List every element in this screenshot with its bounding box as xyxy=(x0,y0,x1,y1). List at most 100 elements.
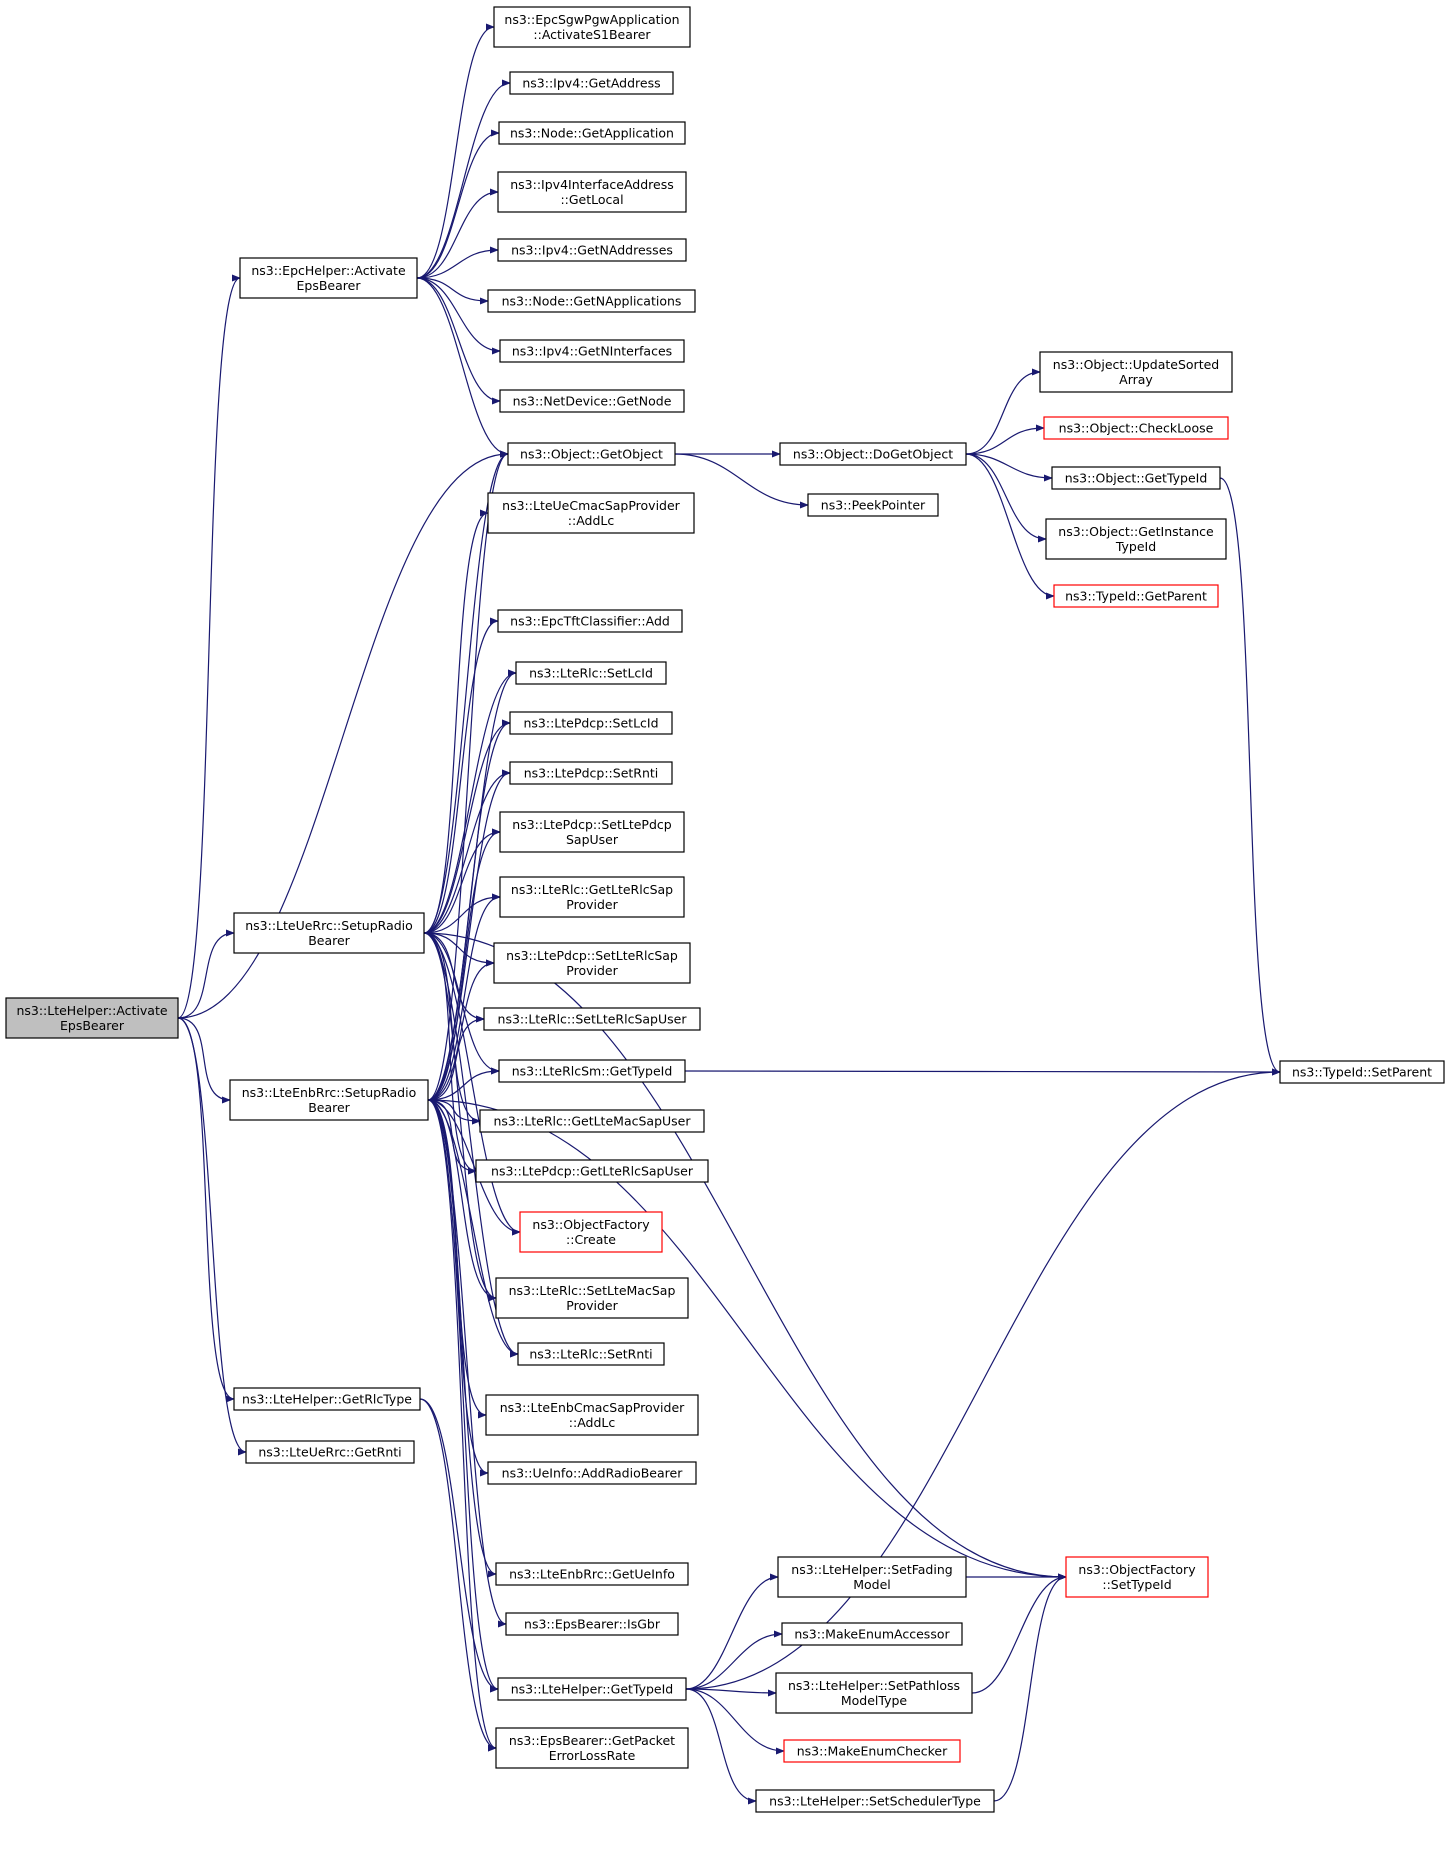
edge-enbrrc-setup-to-objfactory-create xyxy=(427,1099,521,1236)
edge-object-dogetobject-to-typeid-getparent xyxy=(965,453,1055,600)
node-label: ns3::LteRlc::SetLteRlcSapUser xyxy=(498,1012,688,1027)
node-label: ns3::LteHelper::SetPathloss xyxy=(788,1678,960,1693)
node-label: ns3::Node::GetNApplications xyxy=(502,294,682,309)
node-box xyxy=(517,1342,665,1366)
graph-node-ipv4-getnif[interactable]: ns3::Ipv4::GetNInterfaces xyxy=(499,339,685,363)
node-box xyxy=(499,389,685,413)
graph-node-ipv4if-getlocal[interactable]: ns3::Ipv4InterfaceAddress::GetLocal xyxy=(497,171,687,213)
node-box xyxy=(245,1440,415,1464)
node-label: ::ActivateS1Bearer xyxy=(533,27,651,42)
edge-root-to-object-getobject xyxy=(177,450,509,1019)
graph-node-ipv4-getaddress[interactable]: ns3::Ipv4::GetAddress xyxy=(509,71,674,95)
edge-ltehelper-gettypeid-to-ltehelper-setfading xyxy=(685,1573,779,1690)
graph-node-activates1[interactable]: ns3::EpcSgwPgwApplication::ActivateS1Bea… xyxy=(493,6,691,48)
graph-node-rlcsm-gettypeid[interactable]: ns3::LteRlcSm::GetTypeId xyxy=(498,1059,686,1083)
edge-uerrc-setup-to-rlc-setlcid xyxy=(423,669,517,934)
edge-uerrc-setup-to-pdcp-setsapuser xyxy=(423,828,501,934)
edge-enbrrc-setup-to-pdcp-setrlcsapprov xyxy=(427,959,495,1101)
graph-node-rlc-getmacsapuser[interactable]: ns3::LteRlc::GetLteMacSapUser xyxy=(479,1109,705,1133)
node-label: ns3::LteRlc::GetLteRlcSap xyxy=(511,882,673,897)
graph-node-pdcp-setlcid[interactable]: ns3::LtePdcp::SetLcId xyxy=(509,711,673,735)
node-label: ns3::UeInfo::AddRadioBearer xyxy=(502,1466,684,1481)
graph-node-object-gettypeid[interactable]: ns3::Object::GetTypeId xyxy=(1051,466,1221,490)
node-label: ErrorLossRate xyxy=(549,1748,636,1763)
graph-node-object-getobject[interactable]: ns3::Object::GetObject xyxy=(507,442,676,466)
nodes-layer: ns3::LteHelper::ActivateEpsBearerns3::Ep… xyxy=(5,6,1445,1813)
node-label: ns3::LtePdcp::SetLtePdcp xyxy=(512,817,671,832)
node-label: ns3::LteRlc::SetRnti xyxy=(529,1347,652,1362)
node-box xyxy=(1279,1060,1445,1084)
node-label: Provider xyxy=(566,897,618,912)
edge-ltehelper-gettypeid-to-makeenumaccessor xyxy=(685,1630,783,1690)
graph-node-objfactory-create[interactable]: ns3::ObjectFactory::Create xyxy=(519,1211,663,1253)
node-box xyxy=(755,1789,995,1813)
node-box xyxy=(1039,351,1233,393)
graph-node-typeid-getparent[interactable]: ns3::TypeId::GetParent xyxy=(1053,584,1219,608)
graph-node-rlc-setrlcsapuser[interactable]: ns3::LteRlc::SetLteRlcSapUser xyxy=(483,1007,701,1031)
graph-node-typeid-setparent[interactable]: ns3::TypeId::SetParent xyxy=(1279,1060,1445,1084)
graph-node-pdcp-setrnti[interactable]: ns3::LtePdcp::SetRnti xyxy=(509,761,673,785)
node-box xyxy=(783,1739,961,1763)
graph-node-uecmac-addlc[interactable]: ns3::LteUeCmacSapProvider::AddLc xyxy=(487,492,695,534)
graph-node-enbrrc-getueinfo[interactable]: ns3::LteEnbRrc::GetUeInfo xyxy=(495,1562,689,1586)
node-box xyxy=(495,1277,689,1319)
node-label: ns3::LtePdcp::GetLteRlcSapUser xyxy=(491,1164,694,1179)
node-box xyxy=(497,171,687,213)
graph-node-makeenumchecker[interactable]: ns3::MakeEnumChecker xyxy=(783,1739,961,1763)
node-label: ns3::Object::DoGetObject xyxy=(793,447,953,462)
graph-node-peekpointer[interactable]: ns3::PeekPointer xyxy=(807,493,939,517)
graph-node-node-getapp[interactable]: ns3::Node::GetApplication xyxy=(498,121,686,145)
node-label: ns3::TypeId::SetParent xyxy=(1292,1065,1432,1080)
node-box xyxy=(1065,1556,1209,1598)
node-box xyxy=(487,289,696,313)
graph-node-getrlctype[interactable]: ns3::LteHelper::GetRlcType xyxy=(233,1387,421,1411)
node-box xyxy=(781,1622,963,1646)
edge-root-to-uerrc-getrnti xyxy=(177,1017,247,1456)
graph-node-enbcmac-addlc[interactable]: ns3::LteEnbCmacSapProvider::AddLc xyxy=(485,1394,699,1436)
graph-node-node-getnapps[interactable]: ns3::Node::GetNApplications xyxy=(487,289,696,313)
graph-node-uerrc-getrnti[interactable]: ns3::LteUeRrc::GetRnti xyxy=(245,1440,415,1464)
graph-node-ltehelper-setscheduler[interactable]: ns3::LteHelper::SetSchedulerType xyxy=(755,1789,995,1813)
node-label: ns3::Ipv4::GetAddress xyxy=(522,76,660,91)
node-box xyxy=(495,1562,689,1586)
edge-epc-activate-to-object-getobject xyxy=(416,277,509,458)
graph-node-rlc-setrnti[interactable]: ns3::LteRlc::SetRnti xyxy=(517,1342,665,1366)
graph-node-pdcp-getrlcsapuser[interactable]: ns3::LtePdcp::GetLteRlcSapUser xyxy=(475,1159,709,1183)
graph-node-epsbearer-isgbr[interactable]: ns3::EpsBearer::IsGbr xyxy=(505,1612,679,1636)
node-label: ns3::LtePdcp::SetLcId xyxy=(523,716,658,731)
graph-node-tft-add[interactable]: ns3::EpcTftClassifier::Add xyxy=(497,609,683,633)
graph-node-makeenumaccessor[interactable]: ns3::MakeEnumAccessor xyxy=(781,1622,963,1646)
graph-node-ueinfo-addrb[interactable]: ns3::UeInfo::AddRadioBearer xyxy=(487,1461,697,1485)
edge-enbrrc-setup-to-epsbearer-isgbr xyxy=(427,1099,507,1628)
edge-ltehelper-gettypeid-to-typeid-setparent xyxy=(685,1068,1281,1690)
node-label: ns3::PeekPointer xyxy=(821,498,926,513)
graph-node-ipv4-getnaddr[interactable]: ns3::Ipv4::GetNAddresses xyxy=(497,238,687,262)
edge-object-dogetobject-to-object-checkloose xyxy=(965,424,1045,455)
node-label: ns3::LteUeRrc::SetupRadio xyxy=(245,918,413,933)
graph-node-netdev-getnode[interactable]: ns3::NetDevice::GetNode xyxy=(499,389,685,413)
edge-uerrc-setup-to-rlcsm-gettypeid xyxy=(423,932,500,1075)
graph-node-ltehelper-gettypeid[interactable]: ns3::LteHelper::GetTypeId xyxy=(497,1677,687,1701)
graph-node-rlc-setlcid[interactable]: ns3::LteRlc::SetLcId xyxy=(515,661,667,685)
graph-node-object-checkloose[interactable]: ns3::Object::CheckLoose xyxy=(1043,416,1229,440)
node-box xyxy=(775,1672,973,1714)
node-label: ns3::LteHelper::Activate xyxy=(16,1003,167,1018)
graph-node-object-dogetobject[interactable]: ns3::Object::DoGetObject xyxy=(779,442,967,466)
edge-object-gettypeid-to-typeid-setparent xyxy=(1219,477,1281,1076)
edge-epc-activate-to-ipv4-getnaddr xyxy=(416,246,499,279)
graph-node-objfactory-settypeid[interactable]: ns3::ObjectFactory::SetTypeId xyxy=(1065,1556,1209,1598)
node-box xyxy=(519,1211,663,1253)
